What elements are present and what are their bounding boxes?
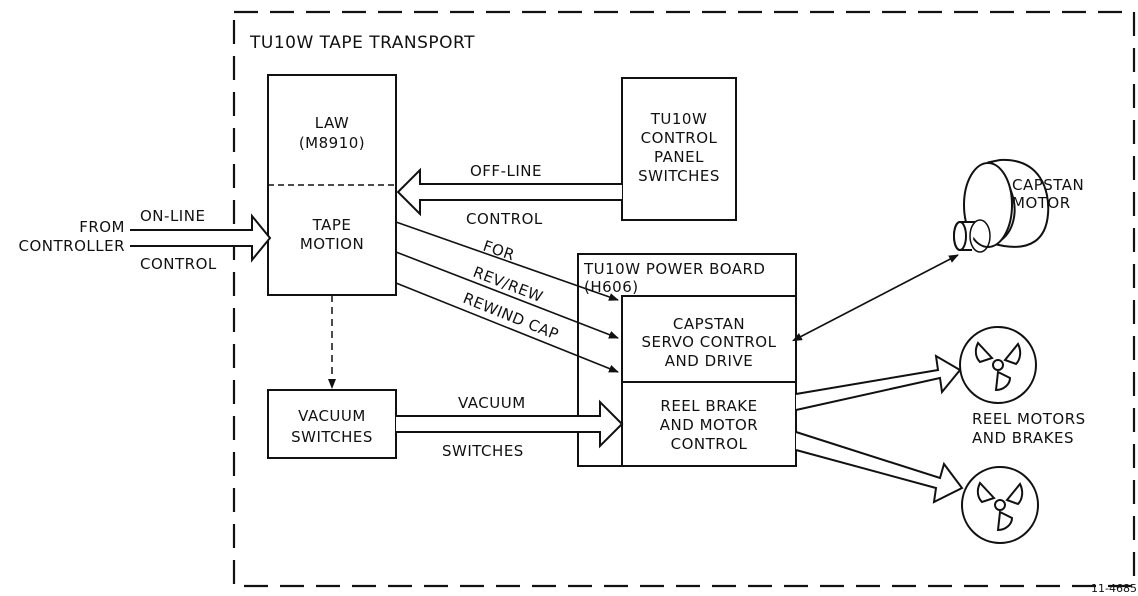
capstan-servo-line3: AND DRIVE [665,352,753,370]
from-label: FROM [79,218,125,236]
law-label: LAW [315,114,349,132]
power-board-title: TU10W POWER BOARD [583,260,765,278]
tape-transport-title: TU10W TAPE TRANSPORT [249,33,475,53]
vacuum-box-line1: VACUUM [298,407,366,425]
reel-motors-label-line1: REEL MOTORS [972,410,1086,428]
law-module: (M8910) [299,134,365,152]
capstan-servo-line2: SERVO CONTROL [642,333,777,351]
reel-brake-line2: AND MOTOR [660,416,758,434]
panel-line3: PANEL [654,148,704,166]
off-line-label: OFF-LINE [470,162,542,180]
tape-motion-line2: MOTION [300,235,364,253]
tape-motion-line1: TAPE [312,216,352,234]
reel-motors-label-line2: AND BRAKES [972,429,1074,447]
on-line-label: ON-LINE [140,207,205,225]
vacuum-signal-label: VACUUM [458,394,526,412]
reel-motor-arrow-upper [796,356,960,410]
vacuum-box-line2: SWITCHES [291,428,373,446]
figure-number: 11-4685 [1091,582,1137,595]
control-panel-box: TU10W CONTROL PANEL SWITCHES [622,78,736,220]
law-box: LAW (M8910) TAPE MOTION [268,75,396,295]
off-line-control-label: CONTROL [466,210,543,228]
power-board-module: (H606) [584,278,639,296]
panel-line2: CONTROL [641,129,718,147]
reel-motor-lower-icon [962,467,1038,543]
reel-brake-line1: REEL BRAKE [660,397,757,415]
capstan-motor-label-line2: MOTOR [1012,194,1071,212]
panel-line1: TU10W [650,110,708,128]
capstan-servo-line1: CAPSTAN [673,315,745,333]
for-label: FOR [481,237,517,265]
vacuum-switches-box: VACUUM SWITCHES [268,390,396,458]
capstan-motor-label-line1: CAPSTAN [1012,176,1084,194]
reel-motor-upper-icon [960,327,1036,403]
on-line-control-label: CONTROL [140,255,217,273]
capstan-feedback-line [800,255,958,337]
reel-motor-arrow-lower [796,432,962,502]
switches-signal-label: SWITCHES [442,442,524,460]
panel-line4: SWITCHES [638,167,720,185]
controller-label: CONTROLLER [18,237,125,255]
reel-brake-line3: CONTROL [671,435,748,453]
